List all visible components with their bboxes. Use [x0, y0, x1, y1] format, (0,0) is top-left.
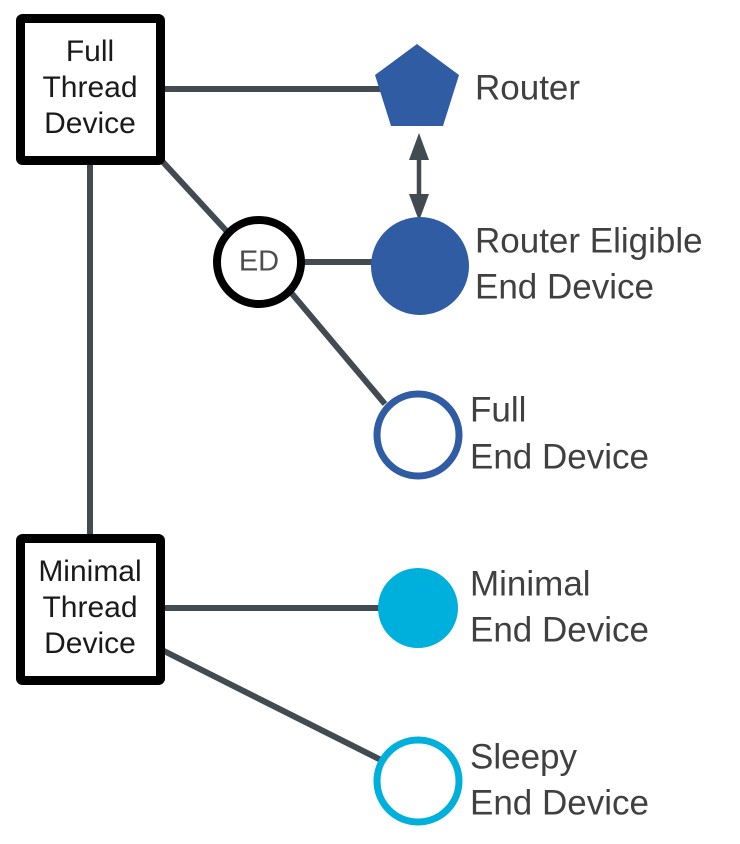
arrow-head-up-icon [409, 133, 429, 160]
legend-item-minimal-end-device[interactable]: Minimal End Device [378, 564, 649, 649]
connector-mtd-to-sleepy-end-device [160, 647, 387, 765]
router-eligible-end-device-label-line-2: End Device [475, 267, 654, 306]
legend-item-router-eligible-end-device[interactable]: Router Eligible End Device [371, 217, 703, 315]
minimal-thread-device-box[interactable] [16, 534, 165, 685]
full-end-device-label-line-1: Full [470, 390, 526, 429]
connector-ed-hub-to-full-end-device [285, 287, 388, 406]
node-minimal-thread-device[interactable]: Minimal Thread Device [16, 534, 165, 685]
connector-ftd-to-ed-hub [159, 158, 235, 240]
full-thread-device-box[interactable] [16, 14, 165, 165]
arrow-head-down-icon [409, 194, 429, 221]
full-end-device-circle-icon[interactable] [373, 390, 463, 480]
sleepy-end-device-label-line-1: Sleepy [470, 737, 578, 776]
node-end-device-hub[interactable]: ED [213, 216, 305, 308]
router-eligible-end-device-circle-icon[interactable] [371, 217, 469, 315]
router-eligible-end-device-label-line-1: Router Eligible [475, 221, 703, 260]
end-device-hub-circle[interactable] [213, 216, 305, 308]
full-thread-device-label-line-1: Full [66, 35, 114, 68]
sleepy-end-device-circle-icon[interactable] [373, 736, 463, 826]
minimal-thread-device-label-line-1: Minimal [38, 555, 141, 588]
full-thread-device-label-line-3: Device [44, 107, 136, 140]
minimal-thread-device-label-line-3: Device [44, 627, 136, 660]
legend-item-router[interactable]: Router [375, 44, 580, 126]
sleepy-end-device-label-line-2: End Device [470, 783, 649, 822]
minimal-end-device-label-line-2: End Device [470, 610, 649, 649]
router-label-line-1: Router [475, 68, 580, 107]
legend-item-sleepy-end-device[interactable]: Sleepy End Device [373, 736, 649, 826]
minimal-end-device-circle-icon[interactable] [378, 568, 458, 648]
minimal-thread-device-label-line-2: Thread [42, 591, 137, 624]
full-thread-device-label-line-2: Thread [42, 71, 137, 104]
node-full-thread-device[interactable]: Full Thread Device [16, 14, 165, 165]
end-device-hub-label: ED [239, 246, 279, 278]
connector-lines [87, 86, 388, 765]
router-pentagon-icon[interactable] [375, 44, 459, 126]
full-end-device-label-line-2: End Device [470, 437, 649, 476]
double-arrow-router-to-reed [409, 133, 429, 221]
minimal-end-device-label-line-1: Minimal [470, 564, 591, 603]
legend-item-full-end-device[interactable]: Full End Device [373, 390, 649, 480]
